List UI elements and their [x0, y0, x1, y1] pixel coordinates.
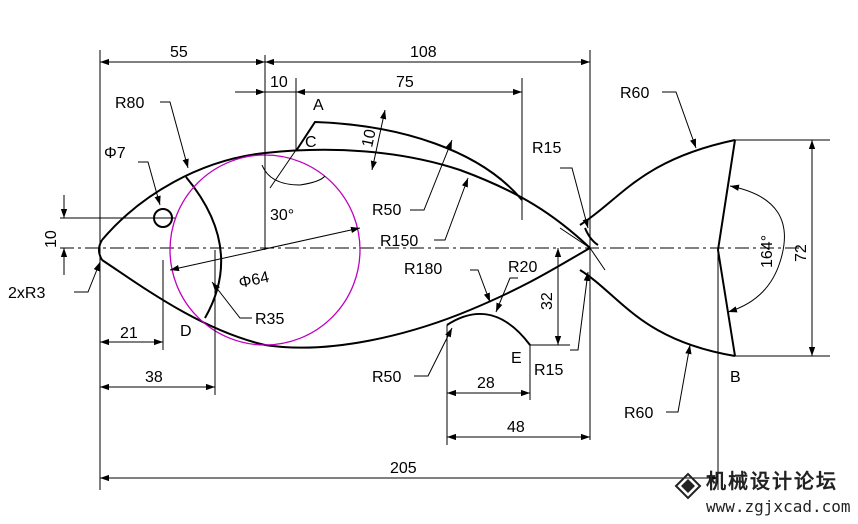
label-10-slot: 10 — [359, 128, 379, 149]
label-r150: R150 — [380, 233, 418, 250]
label-48: 48 — [507, 419, 525, 436]
label-r60-bot: R60 — [624, 405, 653, 422]
leader-r150 — [434, 177, 469, 241]
point-d: D — [180, 323, 192, 340]
label-r80: R80 — [115, 95, 144, 112]
leader-r60-top — [662, 91, 697, 149]
leader-r15-top — [560, 167, 589, 229]
leader-r35 — [211, 281, 252, 319]
arc-30deg — [261, 164, 326, 186]
label-2xr3: 2xR3 — [8, 285, 45, 302]
dim-164deg-arc — [727, 184, 785, 313]
fish-body-top — [101, 148, 591, 249]
label-r15-bot: R15 — [534, 362, 563, 379]
label-r180: R180 — [404, 261, 442, 278]
watermark-logo-icon — [674, 472, 702, 500]
label-164deg: 164° — [759, 235, 776, 268]
label-r50-top: R50 — [372, 202, 401, 219]
label-phi7: Φ7 — [104, 145, 126, 162]
leader-r15-bot — [570, 271, 590, 351]
label-30deg: 30° — [270, 207, 294, 224]
label-75: 75 — [396, 74, 414, 91]
dorsal-fin — [295, 120, 523, 201]
mouth-r3 — [98, 239, 103, 261]
leader-phi7 — [138, 161, 161, 206]
dim-phi64 — [169, 226, 361, 272]
label-r15-top: R15 — [532, 140, 561, 157]
leader-r60-bot — [666, 344, 692, 413]
label-r50-bot: R50 — [372, 369, 401, 386]
constr-r15-b — [589, 247, 606, 271]
tail-upper — [579, 139, 736, 226]
label-28: 28 — [477, 375, 495, 392]
label-32: 32 — [539, 292, 556, 310]
point-b: B — [730, 369, 741, 386]
label-55: 55 — [170, 44, 188, 61]
leader-r50-bot — [414, 327, 453, 377]
leader-r20 — [495, 277, 518, 313]
label-108: 108 — [410, 44, 437, 61]
tail-r15-top — [584, 227, 599, 246]
label-r20: R20 — [508, 259, 537, 276]
constr-30-a — [269, 149, 297, 189]
point-a: A — [313, 97, 324, 114]
belly-fin — [446, 313, 531, 346]
tail-lower — [579, 269, 736, 357]
label-38: 38 — [145, 369, 163, 386]
constr-r15-a — [559, 227, 591, 249]
fish-body-bottom — [101, 247, 591, 349]
watermark-logo-inner-icon — [681, 479, 695, 493]
label-phi64: Φ64 — [237, 269, 271, 292]
label-72: 72 — [793, 244, 810, 262]
label-21: 21 — [120, 325, 138, 342]
point-c: C — [305, 134, 317, 151]
watermark-url: www.zgjxcad.com — [706, 497, 851, 516]
watermark-title: 机械设计论坛 — [706, 469, 838, 493]
point-e: E — [511, 350, 522, 367]
leader-r180 — [470, 269, 491, 303]
dim-10-slot — [370, 109, 387, 171]
label-205: 205 — [390, 460, 417, 477]
label-10-left: 10 — [43, 230, 60, 248]
label-10-top: 10 — [270, 74, 288, 91]
label-r60-top: R60 — [620, 85, 649, 102]
leader-r3 — [74, 261, 101, 293]
leader-r50-top — [410, 139, 453, 211]
label-r35: R35 — [255, 311, 284, 328]
leader-r80 — [160, 101, 189, 169]
watermark: 机械设计论坛 www.zgjxcad.com — [674, 469, 851, 516]
